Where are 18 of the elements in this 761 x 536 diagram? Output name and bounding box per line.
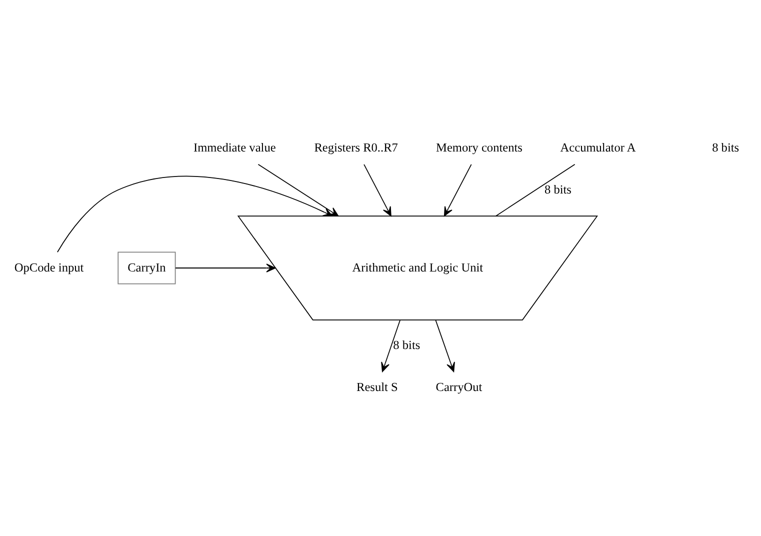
node-text: Registers R0..R7 xyxy=(314,140,398,155)
node-text: Memory contents xyxy=(436,140,522,155)
node-text: Immediate value xyxy=(194,140,276,155)
arrow xyxy=(175,264,276,272)
connector xyxy=(496,164,576,216)
edge-label: 8 bits xyxy=(393,338,420,352)
arrow xyxy=(364,164,392,216)
arrow xyxy=(381,320,400,372)
node-text: Result S xyxy=(356,380,398,394)
node-text: Accumulator A xyxy=(560,140,636,155)
label: 8 bits xyxy=(712,140,740,155)
arrow xyxy=(444,164,472,216)
node-text: OpCode input xyxy=(14,260,84,274)
node-box: CarryIn xyxy=(118,252,176,284)
node-text: CarryOut xyxy=(436,380,482,394)
arrow xyxy=(435,320,455,372)
arrow xyxy=(57,176,333,253)
edge-label: 8 bits xyxy=(544,182,572,196)
